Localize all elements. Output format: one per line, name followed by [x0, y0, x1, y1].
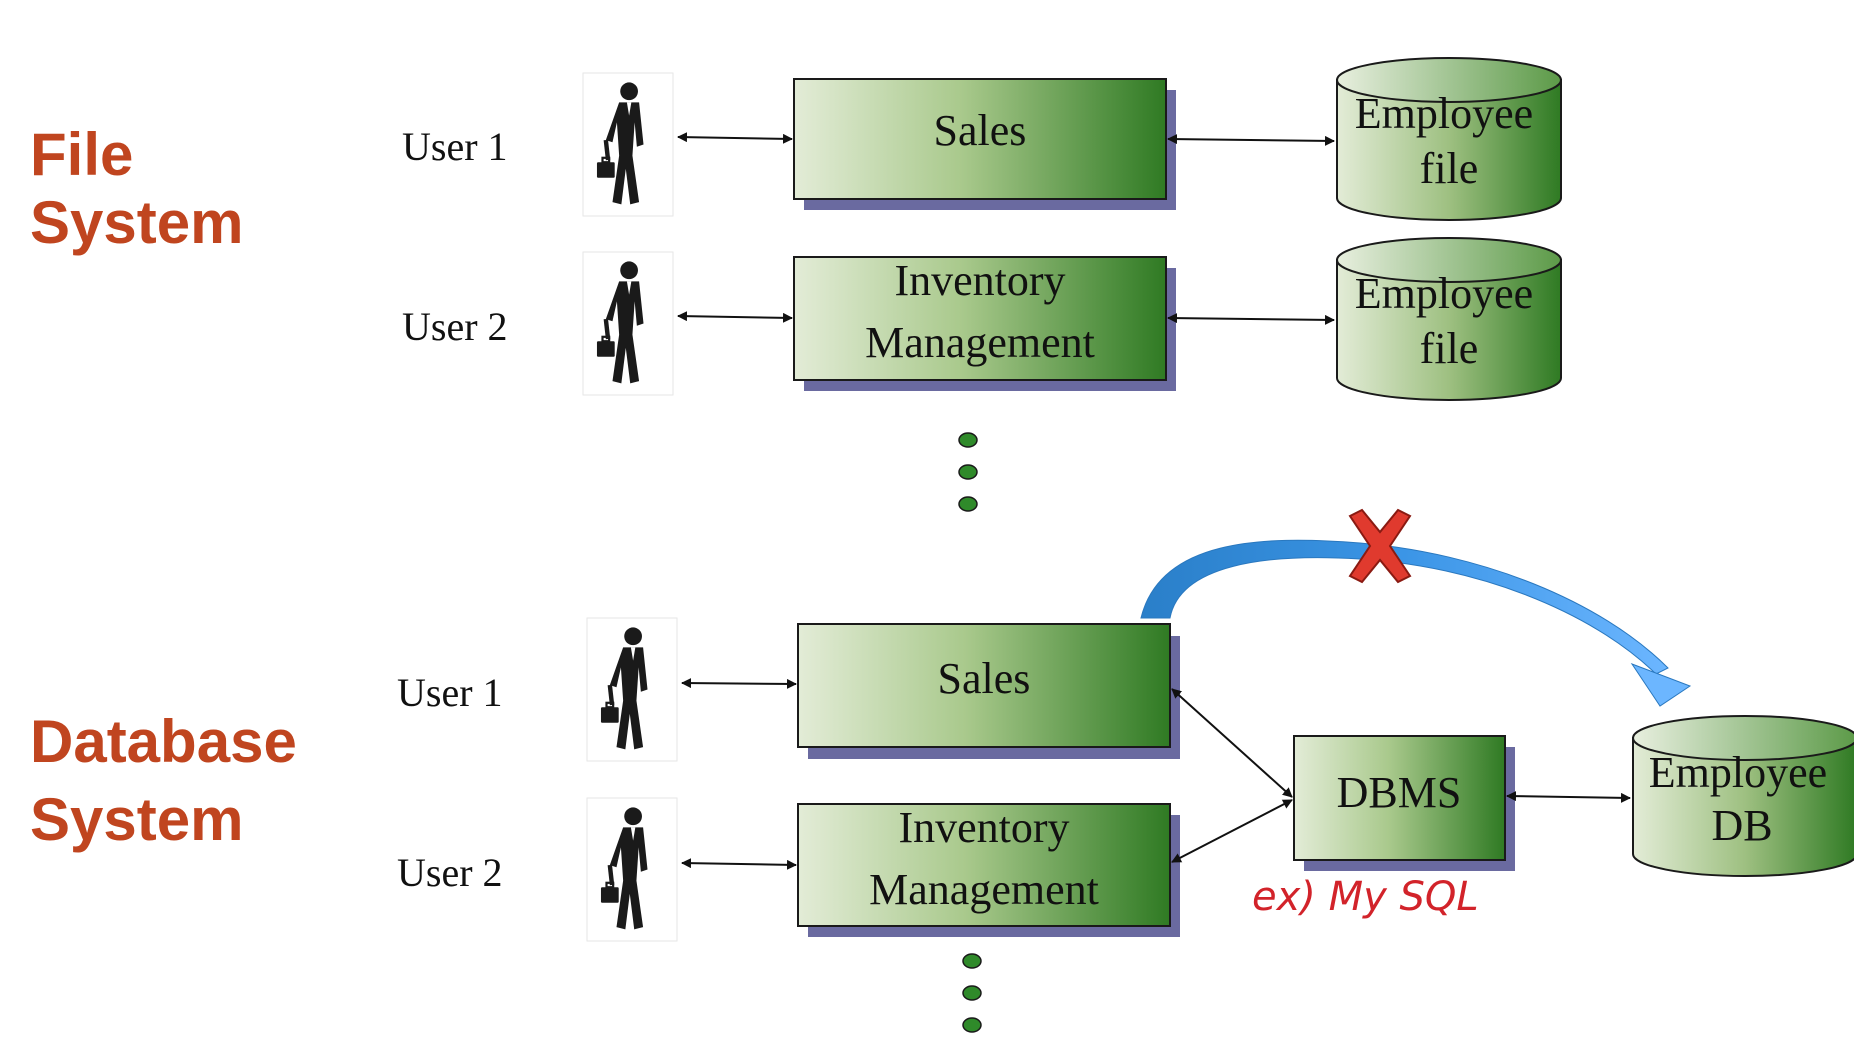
- fs-user2-inventory-arrow: [677, 311, 793, 323]
- db-inventory-box: Inventory Management: [797, 803, 1180, 937]
- fs-user1-label: User 1: [402, 124, 508, 169]
- employee-db-label-line2: DB: [1711, 801, 1772, 850]
- fs-inventory-label-line2: Management: [865, 318, 1095, 367]
- fs-user2-label: User 2: [402, 304, 508, 349]
- fs-sales-file1-arrow: [1167, 134, 1335, 146]
- db-inventory-label-line1: Inventory: [898, 803, 1069, 852]
- fs-inventory-label-line1: Inventory: [894, 256, 1065, 305]
- file-system-section: File System User 1 User 2 Sales Inventor…: [30, 57, 1562, 512]
- db-user1-sales-arrow: [681, 678, 797, 689]
- inventory-dbms-arrow: [1171, 799, 1293, 863]
- db-sales-label: Sales: [938, 654, 1031, 703]
- fs-inventory-box: Inventory Management: [793, 256, 1176, 391]
- fs-employee-file2-cylinder: Employee file: [1336, 237, 1562, 401]
- db-system-title-line2: System: [30, 786, 243, 853]
- sales-dbms-arrow: [1171, 688, 1293, 798]
- fs-user1-businessman-icon: [582, 72, 674, 217]
- db-user1-label: User 1: [397, 670, 503, 715]
- fs-user1-sales-arrow: [677, 132, 793, 144]
- fs-file1-label-line2: file: [1420, 144, 1479, 193]
- fs-sales-box: Sales: [793, 78, 1176, 210]
- db-inventory-label-line2: Management: [869, 865, 1099, 914]
- db-user2-businessman-icon: [586, 797, 678, 942]
- database-system-section: Database System User 1 User 2 Sales Inve…: [30, 508, 1854, 1033]
- db-user2-inventory-arrow: [681, 858, 797, 870]
- curved-blue-arrow-icon: [1140, 539, 1692, 707]
- dbms-employee-db-arrow: [1506, 791, 1631, 803]
- employee-db-cylinder: Employee DB: [1632, 715, 1854, 877]
- file-system-title-line2: System: [30, 189, 243, 256]
- fs-user2-businessman-icon: [582, 251, 674, 396]
- red-x-icon: [1348, 508, 1412, 584]
- fs-file2-label-line1: Employee: [1355, 269, 1533, 318]
- employee-db-label-line1: Employee: [1649, 748, 1827, 797]
- file-system-title-line1: File: [30, 121, 133, 188]
- mysql-annotation: ex) My SQL: [1252, 874, 1479, 920]
- dbms-box: DBMS: [1293, 735, 1515, 871]
- fs-file1-label-line1: Employee: [1355, 89, 1533, 138]
- db-system-title-line1: Database: [30, 708, 297, 775]
- db-user2-label: User 2: [397, 850, 503, 895]
- fs-employee-file1-cylinder: Employee file: [1336, 57, 1562, 221]
- db-vertical-ellipsis-icon: [962, 953, 982, 1033]
- dbms-label: DBMS: [1337, 768, 1462, 817]
- db-user1-businessman-icon: [586, 617, 678, 762]
- fs-sales-label: Sales: [934, 106, 1027, 155]
- fs-inventory-file2-arrow: [1167, 313, 1335, 325]
- fs-file2-label-line2: file: [1420, 324, 1479, 373]
- fs-vertical-ellipsis-icon: [958, 432, 978, 512]
- db-sales-box: Sales: [797, 623, 1180, 759]
